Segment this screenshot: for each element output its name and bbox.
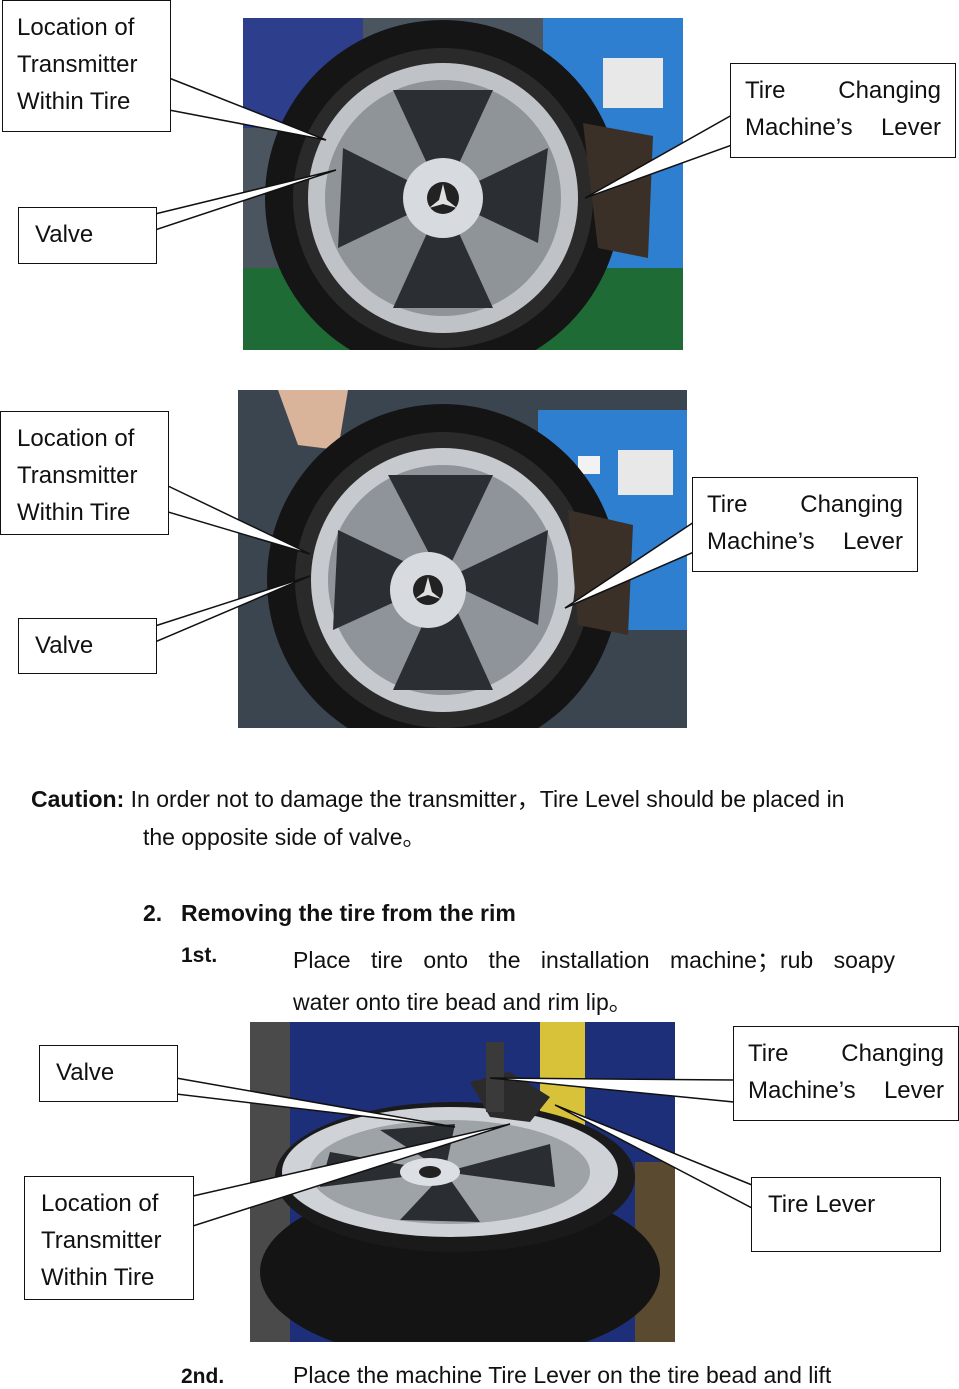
callout-valve-3: Valve — [39, 1045, 178, 1102]
callout-valve-1: Valve — [18, 207, 157, 264]
step-1-label: 1st. — [181, 944, 218, 967]
step-1-line-2: water onto tire bead and rim lip。 — [293, 989, 632, 1015]
section-number: 2. — [143, 900, 163, 926]
caution-line-1: Caution: In order not to damage the tran… — [31, 780, 844, 814]
wheel-photo-3 — [250, 1022, 675, 1342]
callout-machine-lever-2: Tire Changing Machine’s Lever — [692, 477, 918, 572]
callout-transmitter-location-3: Location of Transmitter Within Tire — [24, 1176, 194, 1300]
callout-transmitter-location-1: Location of Transmitter Within Tire — [2, 0, 171, 132]
step-2-label: 2nd. — [181, 1365, 225, 1388]
step-1-line-1: Place tire onto the installation machine… — [293, 947, 895, 973]
callout-valve-2: Valve — [18, 618, 157, 674]
wheel-photo-2 — [238, 390, 687, 728]
callout-machine-lever-1: Tire Changing Machine’s Lever — [730, 63, 956, 158]
step-2-line-1: Place the machine Tire Lever on the tire… — [293, 1362, 832, 1388]
section-title: Removing the tire from the rim — [181, 900, 516, 926]
callout-transmitter-location-2: Location of Transmitter Within Tire — [0, 411, 169, 535]
wheel-photo-1 — [243, 18, 683, 350]
caution-text-1: In order not to damage the transmitter，T… — [124, 786, 845, 812]
caution-line-2: the opposite side of valve。 — [143, 824, 426, 850]
caution-label: Caution: — [31, 786, 125, 812]
callout-tire-lever-3: Tire Lever — [751, 1177, 941, 1252]
callout-machine-lever-3: Tire Changing Machine’s Lever — [733, 1026, 959, 1121]
